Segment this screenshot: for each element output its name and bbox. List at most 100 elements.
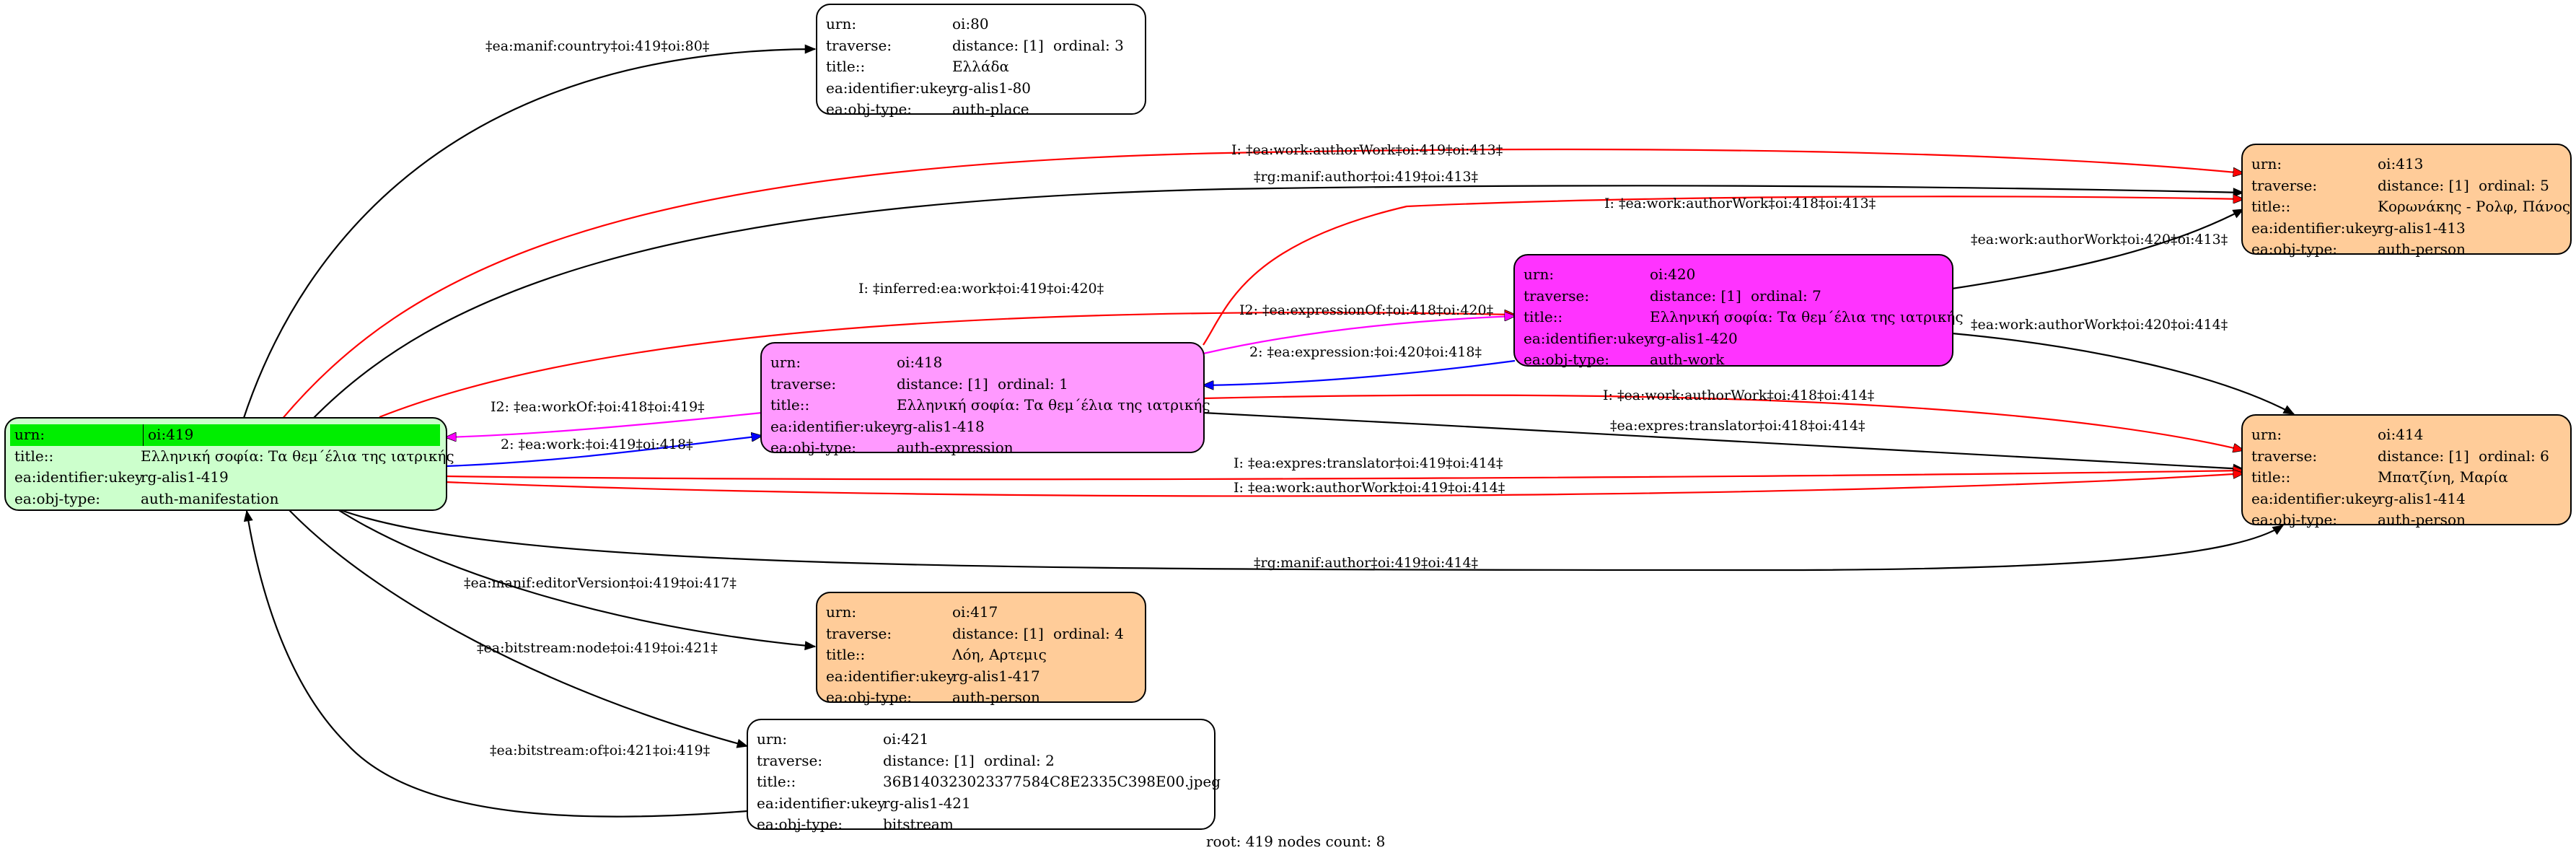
node-row-traverse: traverse:distance: [1]ordinal: 4 — [817, 623, 1145, 645]
key-ukey: ea:identifier:ukey — [826, 79, 955, 97]
edge-i-authorwork-418-414 — [1203, 394, 2243, 450]
value-distance: distance: [1] — [952, 624, 1044, 642]
value-distance: distance: [1] — [952, 36, 1044, 54]
value-title: Ελληνική σοφία: Τα θεμ΄έλια της ιατρικής — [897, 396, 1210, 413]
node-row-title: title::Λόη, Αρτεμις — [817, 644, 1145, 666]
value-objtype: bitstream — [883, 815, 954, 833]
node-row-title: title::Μπατζίνη, Μαρία — [2243, 467, 2570, 489]
key-title: title:: — [1524, 308, 1563, 325]
node-row-traverse: traverse:distance: [1]ordinal: 7 — [1515, 286, 1952, 307]
value-title: Κορωνάκης - Ρολφ, Πάνος — [2378, 198, 2571, 215]
key-title: title:: — [14, 447, 54, 465]
key-objtype: ea:obj-type: — [770, 439, 857, 456]
node-oi-418[interactable]: urn:oi:418 traverse:distance: [1]ordinal… — [760, 342, 1210, 456]
key-ukey: ea:identifier:ukey — [2251, 219, 2381, 237]
value-urn: oi:417 — [952, 603, 998, 621]
node-row-objtype: ea:obj-type: auth-expression — [762, 437, 1203, 459]
edge-label-i-authorwork-419-413: I: ‡ea:work:authorWork‡oi:419‡oi:413‡ — [1231, 142, 1503, 158]
key-title: title:: — [2251, 468, 2291, 486]
edge-label-i-authorwork-418-413: I: ‡ea:work:authorWork‡oi:418‡oi:413‡ — [1604, 196, 1876, 211]
value-distance: distance: [1] — [883, 751, 975, 769]
node-oi-420[interactable]: urn:oi:420 traverse:distance: [1]ordinal… — [1513, 254, 1964, 368]
value-objtype: auth-work — [1650, 351, 1725, 368]
key-urn: urn: — [2251, 426, 2282, 443]
value-ordinal: ordinal: 6 — [2479, 447, 2549, 465]
value-title: Λόη, Αρτεμις — [952, 646, 1047, 663]
value-urn: oi:419 — [148, 426, 194, 443]
value-distance: distance: [1] — [897, 375, 988, 393]
edge-work-419-418 — [445, 436, 762, 468]
value-objtype: auth-place — [952, 100, 1029, 118]
node-row-title: title::Κορωνάκης - Ρολφ, Πάνος — [2243, 196, 2570, 218]
value-urn: oi:413 — [2378, 155, 2424, 172]
key-ukey: ea:identifier:ukey — [770, 417, 900, 435]
node-row-urn: urn:oi:421 — [748, 729, 1214, 750]
node-row-urn: urn:oi:419 — [10, 424, 440, 446]
value-objtype: auth-manifestation — [141, 489, 279, 507]
value-title: Ελληνική σοφία: Τα θεμ΄έλια της ιατρικής — [1650, 308, 1964, 325]
edge-i-authorwork-418-413 — [1203, 196, 2243, 346]
node-row-traverse: traverse:distance: [1]ordinal: 5 — [2243, 175, 2570, 197]
value-title: 36B140323023377584C8E2335C398E00.jpeg — [883, 773, 1221, 790]
node-oi-421[interactable]: urn:oi:421 traverse:distance: [1]ordinal… — [747, 719, 1221, 833]
value-ordinal: ordinal: 4 — [1053, 624, 1124, 642]
key-objtype: ea:obj-type: — [2251, 240, 2338, 258]
value-title: Ελληνική σοφία: Τα θεμ΄έλια της ιατρικής — [141, 447, 454, 465]
value-urn: oi:418 — [897, 354, 943, 371]
value-urn: oi:80 — [952, 15, 989, 32]
value-urn: oi:421 — [883, 730, 929, 748]
value-ukey: rg-alis1-414 — [2378, 489, 2466, 507]
node-row-title: title::Ελλάδα — [817, 56, 1145, 78]
edge-label-expres-translator-418-414: ‡ea:expres:translator‡oi:418‡oi:414‡ — [1610, 418, 1865, 434]
value-objtype: auth-expression — [897, 439, 1014, 456]
value-objtype: auth-person — [2378, 240, 2466, 258]
node-oi-414[interactable]: urn:oi:414 traverse:distance: [1]ordinal… — [2241, 414, 2572, 528]
key-title: title:: — [770, 396, 810, 413]
node-row-title: title::Ελληνική σοφία: Τα θεμ΄έλια της ι… — [762, 395, 1210, 416]
value-ukey: rg-alis1-421 — [883, 794, 971, 812]
value-ordinal: ordinal: 7 — [1751, 286, 1821, 305]
node-oi-413[interactable]: urn:oi:413 traverse:distance: [1]ordinal… — [2241, 144, 2572, 258]
value-ukey: rg-alis1-80 — [952, 79, 1032, 97]
node-oi-417[interactable]: urn:oi:417 traverse:distance: [1]ordinal… — [816, 592, 1146, 706]
key-ukey: ea:identifier:ukey — [826, 667, 955, 685]
value-distance: distance: [1] — [1650, 286, 1741, 305]
edge-label-i-expres-translator-419-414: I: ‡ea:expres:translator‡oi:419‡oi:414‡ — [1234, 455, 1503, 471]
node-oi-80[interactable]: urn:oi:80 traverse:distance: [1]ordinal:… — [816, 4, 1146, 118]
key-urn: urn: — [1524, 266, 1555, 283]
value-ukey: rg-alis1-420 — [1650, 329, 1738, 347]
key-urn: urn: — [770, 354, 801, 371]
node-row-title: title::Ελληνική σοφία: Τα θεμ΄έλια της ι… — [6, 446, 454, 468]
edge-i-authorwork-419-413 — [281, 148, 2243, 421]
edge-label-manif-country: ‡ea:manif:country‡oi:419‡oi:80‡ — [485, 38, 709, 54]
key-traverse: traverse: — [2251, 176, 2318, 194]
key-title: title:: — [826, 58, 866, 75]
node-oi-419[interactable]: urn:oi:419 title::Ελληνική σοφία: Τα θεμ… — [4, 417, 454, 511]
key-urn: urn: — [826, 15, 857, 32]
node-row-urn: urn: oi:80 — [817, 14, 1145, 35]
node-row-urn: urn:oi:420 — [1515, 264, 1952, 286]
edge-i-inferred-work — [379, 312, 1515, 419]
key-traverse: traverse: — [770, 375, 837, 393]
edge-manif-author-419-414 — [338, 508, 2285, 572]
key-ukey: ea:identifier:ukey — [1524, 329, 1653, 347]
node-row-traverse: traverse:distance: [1]ordinal: 3 — [817, 35, 1145, 57]
edge-label-expression-420-418: 2: ‡ea:expression:‡oi:420‡oi:418‡ — [1249, 344, 1482, 360]
edge-label-i-inferred-work: I: ‡inferred:ea:work‡oi:419‡oi:420‡ — [858, 281, 1104, 297]
value-ukey: rg-alis1-418 — [897, 417, 985, 435]
edge-expression-420-418 — [1203, 359, 1516, 385]
edge-manif-author-419-413 — [311, 185, 2245, 421]
graph-footer: root: 419 nodes count: 8 — [1206, 833, 1386, 850]
value-title: Ελλάδα — [952, 58, 1010, 75]
edge-label-i2-workof: I2: ‡ea:workOf:‡oi:418‡oi:419‡ — [491, 399, 705, 415]
node-row-urn: urn:oi:414 — [2243, 424, 2570, 446]
key-urn: urn: — [14, 424, 144, 446]
key-objtype: ea:obj-type: — [757, 815, 843, 833]
key-title: title:: — [826, 646, 866, 663]
value-ordinal: ordinal: 3 — [1053, 36, 1124, 54]
